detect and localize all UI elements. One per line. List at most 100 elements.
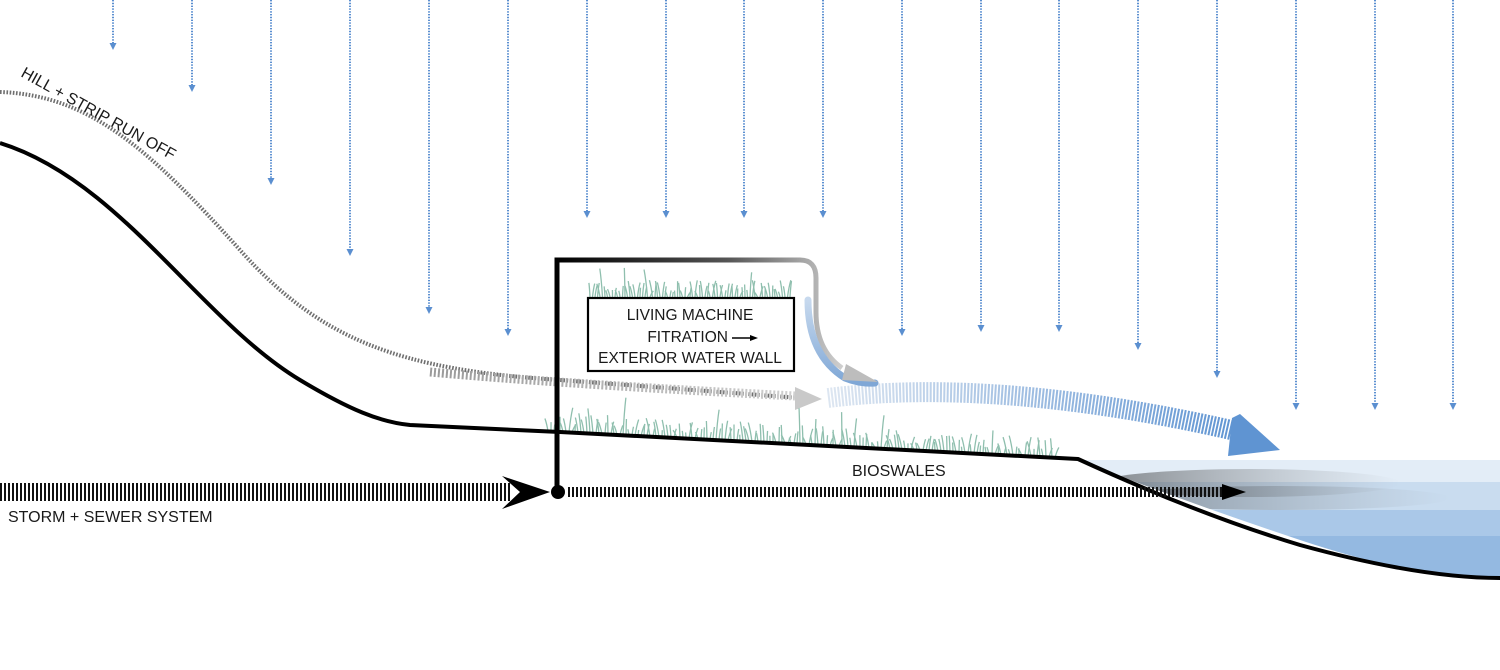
grass-blade bbox=[588, 282, 591, 298]
storm-flow-arrow-icon bbox=[502, 476, 550, 509]
grass-blade bbox=[622, 397, 627, 436]
grass-blade bbox=[587, 408, 591, 434]
grass-blade bbox=[774, 288, 779, 298]
grass-blade bbox=[624, 285, 629, 298]
grass-blade bbox=[1049, 438, 1053, 458]
rain-arrow-icon bbox=[188, 85, 196, 92]
runoff-path bbox=[0, 90, 801, 400]
grass-blade bbox=[789, 280, 793, 298]
grass-blade bbox=[724, 290, 727, 298]
grass-blade bbox=[618, 290, 621, 298]
grass-blade bbox=[991, 430, 994, 455]
grass-blade bbox=[814, 419, 817, 446]
grass-blade bbox=[763, 285, 769, 298]
living-machine-structure bbox=[551, 257, 879, 499]
grass-blade bbox=[654, 280, 659, 298]
box-line-2: FITRATION bbox=[647, 329, 728, 346]
rain-arrow-icon bbox=[1055, 325, 1063, 332]
box-line-1: LIVING MACHINE bbox=[627, 307, 754, 324]
grass-blade bbox=[614, 289, 619, 298]
grass-blade bbox=[648, 280, 654, 298]
grass-blade bbox=[719, 284, 724, 298]
rain-arrow-icon bbox=[425, 307, 433, 314]
grass-blade bbox=[704, 285, 708, 298]
grass-blade bbox=[729, 283, 734, 298]
storm-label: STORM + SEWER SYSTEM bbox=[8, 509, 213, 526]
grass-blade bbox=[893, 434, 897, 450]
grass-blade bbox=[759, 286, 764, 298]
rain-arrow-icon bbox=[504, 329, 512, 336]
rain-arrow-icon bbox=[1134, 343, 1142, 350]
grass-blade bbox=[578, 413, 582, 434]
runoff-arrow-icon bbox=[429, 367, 796, 401]
grass-blade bbox=[786, 279, 792, 298]
grass-blade bbox=[643, 269, 649, 298]
grass-blade bbox=[596, 283, 601, 298]
grass-blade bbox=[948, 435, 951, 453]
grass-blade bbox=[767, 282, 771, 298]
box-arrowhead-icon bbox=[750, 335, 758, 341]
grass-blade bbox=[705, 420, 708, 440]
rain-arrow-icon bbox=[898, 329, 906, 336]
grass-blade bbox=[639, 287, 642, 298]
rain-arrow-icon bbox=[977, 325, 985, 332]
grass-blade bbox=[603, 286, 606, 298]
grass-blade bbox=[982, 439, 985, 455]
grass-blade bbox=[661, 281, 666, 298]
rain-arrow-icon bbox=[109, 43, 117, 50]
grass-blade bbox=[591, 283, 596, 298]
rain-arrow-icon bbox=[1292, 403, 1300, 410]
grass-blade bbox=[606, 288, 611, 298]
grass-blade bbox=[715, 409, 720, 441]
ground-line bbox=[0, 141, 1500, 580]
grass-blade bbox=[707, 290, 711, 298]
runoff-arrowhead-icon bbox=[795, 387, 822, 410]
grass-blade bbox=[749, 272, 753, 298]
wall-arrowhead-icon bbox=[842, 364, 878, 382]
rain-arrow-icon bbox=[1449, 403, 1457, 410]
grass-blade bbox=[801, 425, 804, 445]
grass-blade bbox=[689, 281, 694, 298]
grass-blade bbox=[669, 290, 672, 298]
grass-blade bbox=[656, 282, 661, 298]
grass-blade bbox=[751, 280, 756, 298]
grass-blade bbox=[940, 434, 945, 453]
grass-blade bbox=[760, 282, 764, 298]
grass-blade bbox=[739, 421, 744, 442]
grass-blade bbox=[712, 283, 716, 298]
grass-blade bbox=[605, 289, 609, 298]
grass-blade bbox=[671, 291, 674, 298]
grass-blade bbox=[798, 408, 801, 445]
rain-arrow-icon bbox=[267, 178, 275, 185]
grass-blade bbox=[780, 424, 783, 444]
grass-blade bbox=[762, 424, 765, 443]
grass-blade bbox=[568, 407, 574, 433]
rain-arrow-icon bbox=[662, 211, 670, 218]
grass-blade bbox=[782, 286, 786, 298]
rain-arrow-icon bbox=[740, 211, 748, 218]
storm-flow-arrowhead-icon bbox=[1222, 484, 1246, 500]
junction-node bbox=[551, 485, 565, 499]
grass-blade bbox=[590, 415, 594, 434]
bioswales-label: BIOSWALES bbox=[852, 463, 946, 480]
grass-blade bbox=[853, 418, 858, 448]
grass-blade bbox=[726, 283, 730, 298]
water-flow-arrowhead-icon bbox=[1228, 414, 1280, 456]
grass-blade bbox=[822, 426, 825, 446]
grass-blade bbox=[815, 428, 819, 446]
storm-pipe-left bbox=[0, 483, 510, 501]
grass-blade bbox=[1044, 440, 1047, 458]
grass-blade bbox=[641, 282, 645, 298]
living-machine-box: LIVING MACHINE FITRATION EXTERIOR WATER … bbox=[586, 296, 796, 373]
grass-blade bbox=[777, 291, 781, 298]
grass-blade bbox=[684, 287, 687, 298]
grass-blade bbox=[677, 282, 681, 298]
grass-blade bbox=[820, 431, 824, 446]
grass-blade bbox=[623, 267, 626, 298]
grass-blade bbox=[632, 284, 636, 298]
rain-arrow-icon bbox=[1213, 371, 1221, 378]
grass-blade bbox=[773, 289, 776, 298]
grass-blade bbox=[1024, 442, 1028, 457]
grass-blade bbox=[585, 416, 588, 434]
grass-blade bbox=[746, 289, 749, 298]
